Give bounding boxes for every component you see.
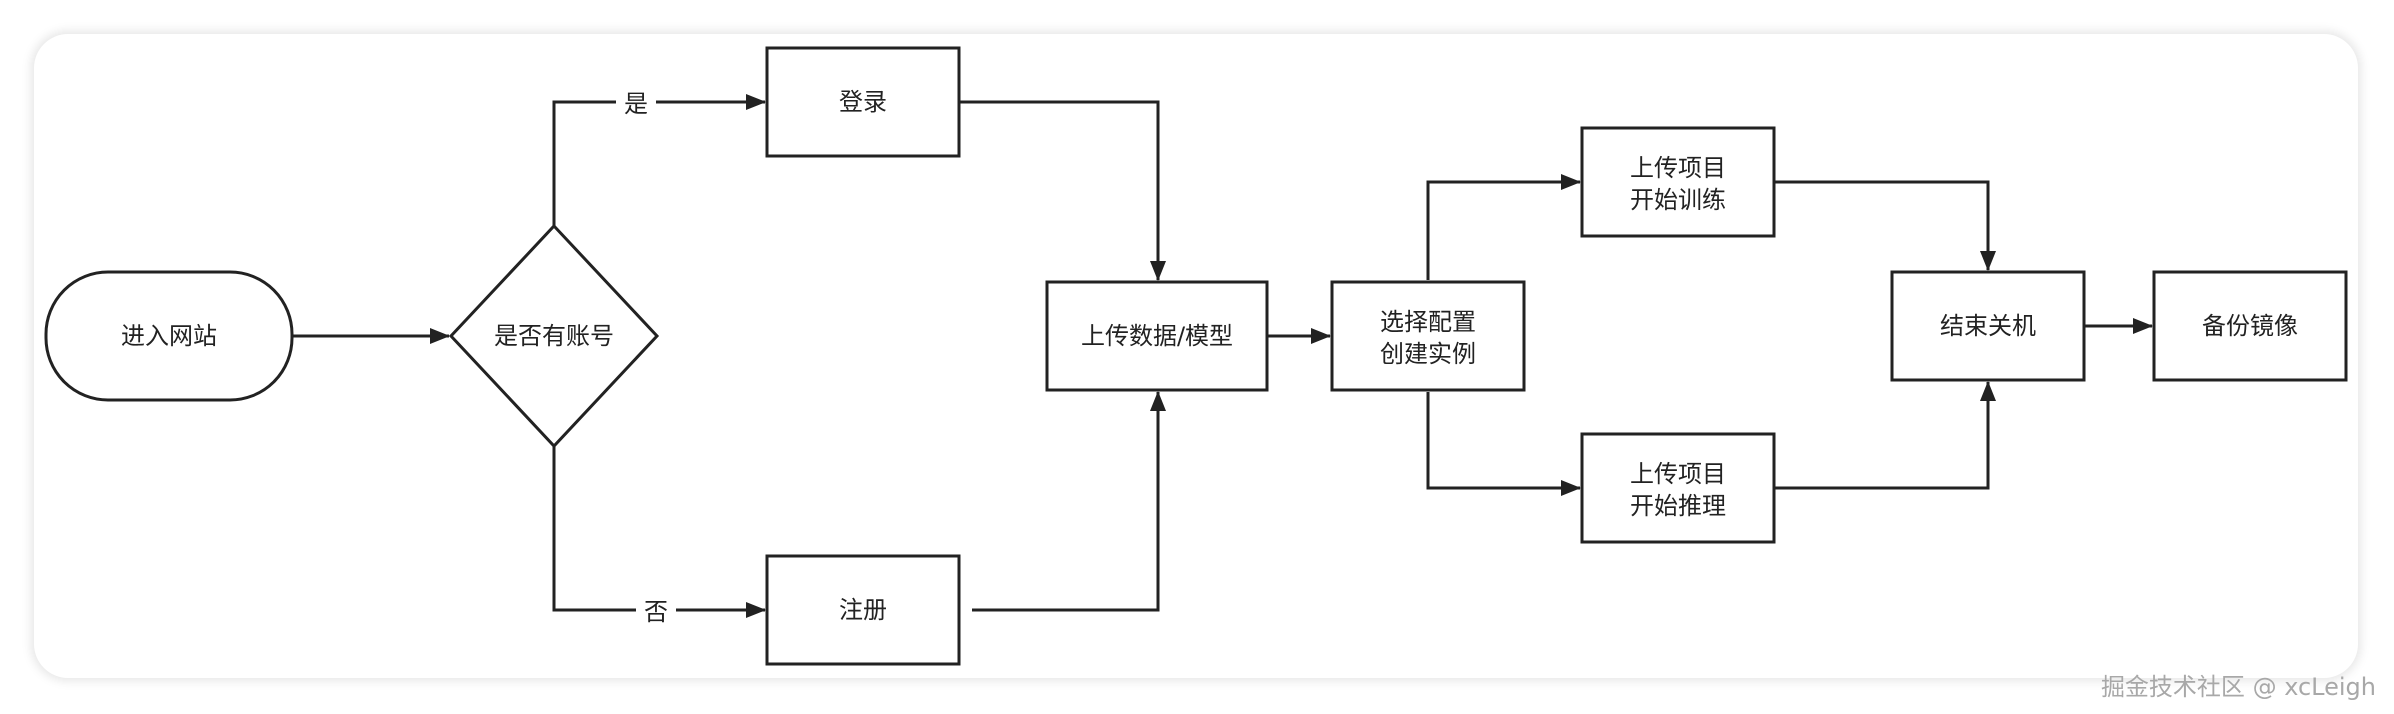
edge-config-to-infer — [1426, 392, 1581, 496]
edge-decision-to-login — [552, 94, 766, 226]
edge-label-yes-text: 是 — [624, 90, 648, 118]
node-infer-line-1: 上传项目 — [1630, 460, 1726, 488]
node-upload-label: 上传数据/模型 — [1081, 322, 1233, 350]
node-start: 进入网站 — [44, 270, 294, 402]
edge-decision-to-register — [552, 446, 766, 618]
node-shutdown: 结束关机 — [1890, 270, 2086, 382]
edge-login-to-upload — [960, 100, 1166, 281]
node-login: 登录 — [765, 46, 961, 158]
node-register-label: 注册 — [839, 596, 887, 624]
node-train-line-1: 上传项目 — [1630, 154, 1726, 182]
watermark-text: 掘金技术社区 @ xcLeigh — [2100, 673, 2376, 701]
edge-label-no-text: 否 — [644, 598, 668, 626]
node-backup-label: 备份镜像 — [2202, 312, 2298, 340]
node-train: 上传项目 开始训练 — [1580, 126, 1776, 238]
edge-train-to-shutdown — [1774, 180, 1996, 271]
node-backup: 备份镜像 — [2152, 270, 2348, 382]
node-select-config-line-2: 创建实例 — [1380, 340, 1476, 368]
node-infer: 上传项目 开始推理 — [1580, 432, 1776, 544]
edge-register-to-upload — [972, 391, 1166, 612]
node-has-account-label: 是否有账号 — [494, 322, 614, 350]
node-register: 注册 — [765, 554, 961, 666]
node-select-config: 选择配置 创建实例 — [1330, 280, 1526, 392]
node-infer-line-2: 开始推理 — [1630, 492, 1726, 520]
node-has-account-decision: 是否有账号 — [448, 223, 660, 449]
node-start-label: 进入网站 — [121, 322, 217, 350]
node-shutdown-label: 结束关机 — [1940, 312, 2036, 340]
edge-label-yes: 是 — [616, 88, 656, 118]
edge-label-no: 否 — [636, 596, 676, 626]
node-train-line-2: 开始训练 — [1630, 186, 1726, 214]
edge-infer-to-shutdown — [1774, 381, 1996, 490]
node-login-label: 登录 — [839, 88, 887, 116]
node-select-config-line-1: 选择配置 — [1380, 308, 1476, 336]
node-upload: 上传数据/模型 — [1045, 280, 1269, 392]
edge-config-to-train — [1426, 174, 1581, 280]
